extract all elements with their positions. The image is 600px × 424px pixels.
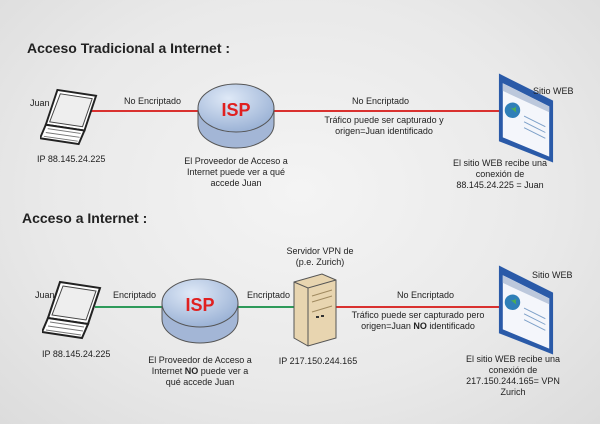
website-label: Sitio WEB [532, 270, 573, 280]
link-label: Encriptado [247, 290, 291, 300]
server-ip: IP 217.150.244.165 [278, 356, 358, 366]
website-label: Sitio WEB [533, 86, 574, 96]
user-ip: IP 88.145.24.225 [37, 154, 106, 164]
section-title-vpn: Acceso a Internet : [22, 210, 148, 226]
encrypted-link [95, 306, 165, 308]
isp-label: ISP [221, 100, 250, 120]
isp-label: ISP [185, 295, 214, 315]
link-label: No Encriptado [352, 96, 410, 106]
user-label: Juan [30, 98, 50, 108]
isp-icon: ISP [197, 83, 275, 149]
link-label: No Encriptado [124, 96, 182, 106]
link-label: No Encriptado [397, 290, 455, 300]
unencrypted-link [335, 306, 502, 308]
user-label: Juan [35, 290, 55, 300]
user-ip: IP 88.145.24.225 [42, 349, 111, 359]
vpn-server-icon [293, 273, 337, 347]
unencrypted-link [270, 110, 502, 112]
encrypted-link [235, 306, 297, 308]
isp-icon: ISP [161, 278, 239, 344]
laptop-icon [42, 281, 101, 339]
unencrypted-link [88, 110, 203, 112]
server-label: Servidor VPN de(p.e. Zurich) [286, 246, 354, 267]
link-label: Encriptado [113, 290, 157, 300]
laptop-icon [40, 88, 98, 146]
section-title-traditional: Acceso Tradicional a Internet : [27, 40, 231, 56]
